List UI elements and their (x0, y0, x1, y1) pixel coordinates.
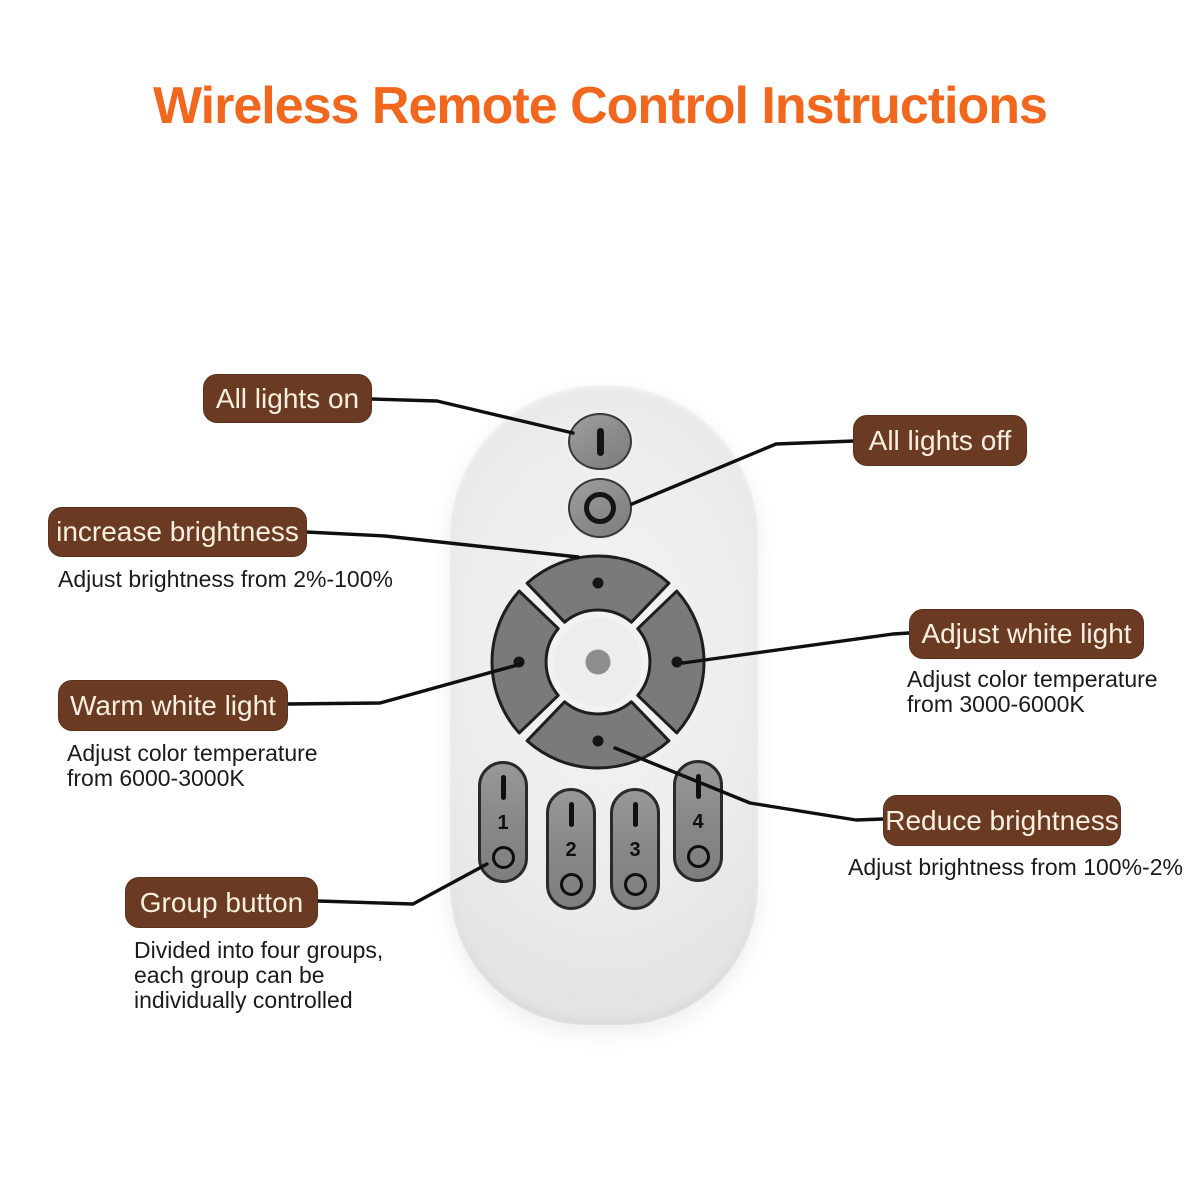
off-ring-icon (686, 845, 710, 868)
group-button-4: 4 (673, 760, 723, 882)
callout-increase-brightness: increase brightness (48, 507, 307, 557)
group-button-3: 3 (610, 788, 660, 910)
callout-warm-white-light-desc: Adjust color temperature from 6000-3000K (67, 740, 318, 791)
power-off-button (568, 478, 632, 538)
callout-group-button: Group button (125, 877, 318, 928)
off-ring-icon (623, 873, 647, 896)
group-button-number: 3 (629, 839, 641, 861)
group-button-number: 1 (497, 812, 509, 834)
dpad-left-dot (513, 656, 525, 668)
callout-reduce-brightness-desc: Adjust brightness from 100%-2% (848, 854, 1183, 880)
group-button-2: 2 (546, 788, 596, 910)
dpad-up-button (525, 554, 671, 624)
page-title: Wireless Remote Control Instructions (153, 77, 1048, 135)
off-ring-icon (559, 873, 583, 896)
on-bar-icon (632, 802, 638, 827)
group-button-1: 1 (478, 761, 528, 883)
power-on-bar-icon (596, 427, 604, 456)
dpad-up-dot (592, 577, 604, 589)
callout-adjust-white-light-desc: Adjust color temperature from 3000-6000K (907, 666, 1158, 717)
power-on-button (568, 413, 632, 470)
dpad-center-dot (585, 649, 611, 675)
callout-warm-white-light: Warm white light (58, 680, 288, 731)
dpad (490, 554, 706, 770)
on-bar-icon (500, 775, 506, 800)
callout-adjust-white-light: Adjust white light (909, 609, 1144, 659)
callout-increase-brightness-desc: Adjust brightness from 2%-100% (58, 566, 393, 592)
callout-reduce-brightness: Reduce brightness (883, 795, 1121, 846)
group-button-number: 4 (692, 811, 704, 833)
callout-all-lights-on: All lights on (203, 374, 372, 423)
remote-body: 1 2 3 4 (450, 385, 758, 1025)
dpad-right-dot (671, 656, 683, 668)
callout-all-lights-off: All lights off (853, 415, 1027, 466)
off-ring-icon (491, 846, 515, 869)
dpad-left-button (490, 589, 560, 735)
on-bar-icon (695, 774, 701, 799)
power-off-ring-icon (584, 492, 616, 524)
group-button-number: 2 (565, 839, 577, 861)
dpad-right-button (636, 589, 706, 735)
dpad-down-dot (592, 735, 604, 747)
callout-group-button-desc: Divided into four groups, each group can… (134, 937, 384, 1013)
on-bar-icon (568, 802, 574, 827)
dpad-down-button (525, 700, 671, 770)
